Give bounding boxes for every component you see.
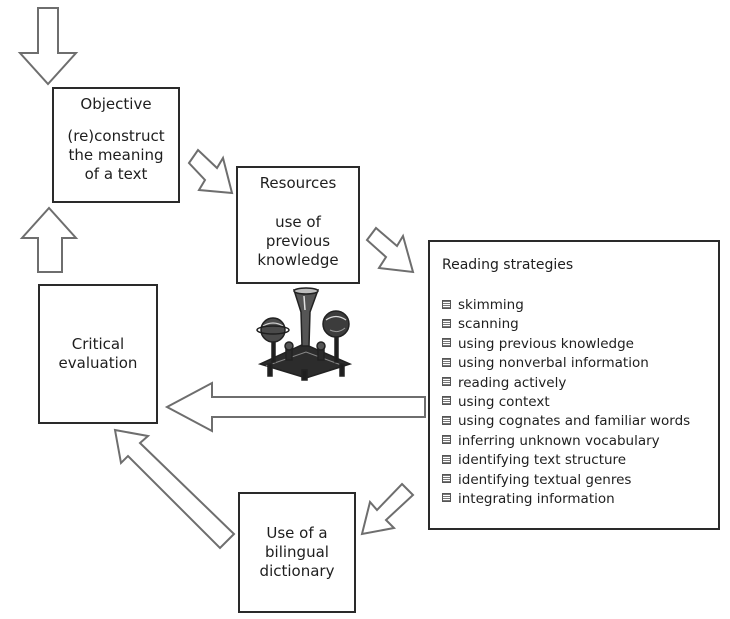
bilingual-dictionary-label: Use of a bilingual dictionary bbox=[259, 524, 335, 580]
list-item: reading actively bbox=[442, 374, 718, 393]
square-bullet-icon bbox=[442, 396, 451, 406]
objective-to-resources-arrow-icon bbox=[187, 148, 234, 195]
square-bullet-icon bbox=[442, 435, 451, 445]
bilingual-dictionary-box: Use of a bilingual dictionary bbox=[238, 492, 356, 613]
square-bullet-icon bbox=[442, 454, 451, 464]
objective-title: Objective bbox=[80, 95, 152, 113]
square-bullet-icon bbox=[442, 493, 451, 503]
strategies-to-critical-arrow-icon bbox=[164, 381, 426, 433]
resources-title: Resources bbox=[259, 174, 337, 192]
list-item: inferring unknown vocabulary bbox=[442, 432, 718, 451]
square-bullet-icon bbox=[442, 318, 451, 328]
list-item: integrating information bbox=[442, 490, 718, 509]
entry-arrow-icon bbox=[17, 7, 79, 86]
list-item: using previous knowledge bbox=[442, 335, 718, 354]
dictionary-to-critical-arrow-icon bbox=[113, 428, 236, 550]
reading-strategies-title: Reading strategies bbox=[442, 257, 574, 273]
square-bullet-icon bbox=[442, 415, 451, 425]
critical-evaluation-box: Critical evaluation bbox=[38, 284, 158, 424]
resources-to-strategies-arrow-icon bbox=[365, 226, 415, 274]
resources-box: Resources use of previous knowledge bbox=[236, 166, 360, 284]
list-item: identifying text structure bbox=[442, 451, 718, 470]
critical-to-objective-arrow-icon bbox=[19, 206, 79, 273]
square-bullet-icon bbox=[442, 474, 451, 484]
critical-evaluation-label: Critical evaluation bbox=[58, 335, 138, 372]
square-bullet-icon bbox=[442, 357, 451, 367]
reading-strategies-box: Reading strategies skimming scanning usi… bbox=[428, 240, 720, 530]
square-bullet-icon bbox=[442, 377, 451, 387]
square-bullet-icon bbox=[442, 299, 451, 309]
resources-description: use of previous knowledge bbox=[257, 213, 339, 269]
globes-illustration-icon bbox=[256, 287, 353, 381]
square-bullet-icon bbox=[442, 338, 451, 348]
objective-box: Objective (re)construct the meaning of a… bbox=[52, 87, 180, 203]
list-item: using nonverbal information bbox=[442, 354, 718, 373]
reading-strategies-list: skimming scanning using previous knowled… bbox=[442, 296, 718, 509]
list-item: identifying textual genres bbox=[442, 471, 718, 490]
list-item: skimming bbox=[442, 296, 718, 315]
objective-description: (re)construct the meaning of a text bbox=[67, 127, 165, 183]
strategies-to-dictionary-arrow-icon bbox=[360, 482, 415, 536]
list-item: scanning bbox=[442, 315, 718, 334]
list-item: using cognates and familiar words bbox=[442, 412, 718, 431]
list-item: using context bbox=[442, 393, 718, 412]
